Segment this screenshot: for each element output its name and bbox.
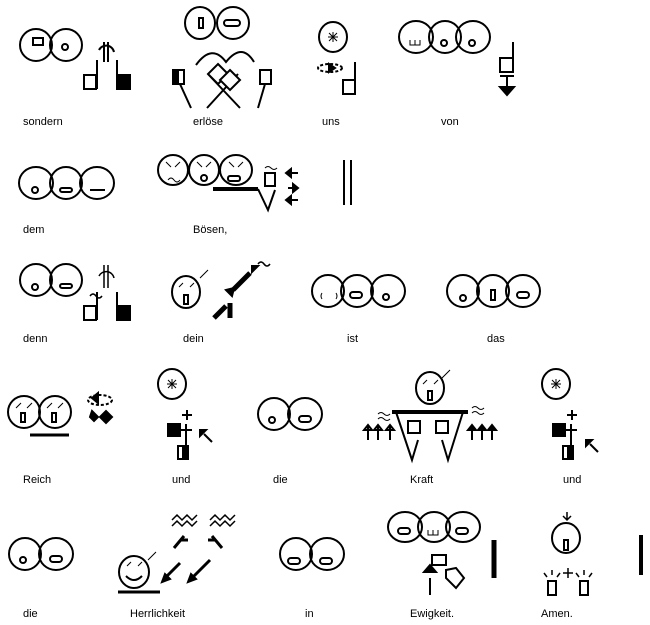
sign-und-1 [157,368,213,460]
word-label: erlöse [193,116,223,128]
word-label: uns [322,116,340,128]
word-label: dein [183,333,204,345]
sign-und-2 [541,368,599,460]
sign-reich [7,390,114,437]
word-label: die [273,474,288,486]
sign-amen [543,512,643,596]
word-label: und [172,474,191,486]
sign-ewigkeit [387,511,497,595]
sign-kraft [361,369,499,464]
sign-in [279,537,345,571]
word-label: die [23,608,38,620]
sign-denn [19,263,131,321]
sign-sondern [19,28,131,90]
word-label: Ewigkeit. [410,608,455,620]
word-label: sondern [23,116,63,128]
sign-erloese [172,6,272,109]
sign-boesen [157,154,352,213]
word-label: Amen. [541,608,573,620]
word-label: ist [347,333,358,345]
sign-dem [18,166,115,200]
word-label: das [487,333,505,345]
word-label: in [305,608,314,620]
word-label: Kraft [410,474,434,486]
sign-dein [171,261,271,320]
word-label: Bösen, [193,224,228,236]
word-label: denn [23,333,48,345]
sign-die-2 [8,537,74,571]
word-label: Herrlichkeit [130,608,186,620]
sign-die-1 [257,397,323,431]
sign-ist [311,274,406,308]
word-label: Reich [23,474,52,486]
sign-herrlichkeit [118,513,236,594]
word-label: dem [23,224,45,236]
sign-von [398,20,517,97]
word-label: von [441,116,459,128]
word-label: und [563,474,582,486]
sign-das [446,274,541,308]
sign-uns [317,21,356,95]
